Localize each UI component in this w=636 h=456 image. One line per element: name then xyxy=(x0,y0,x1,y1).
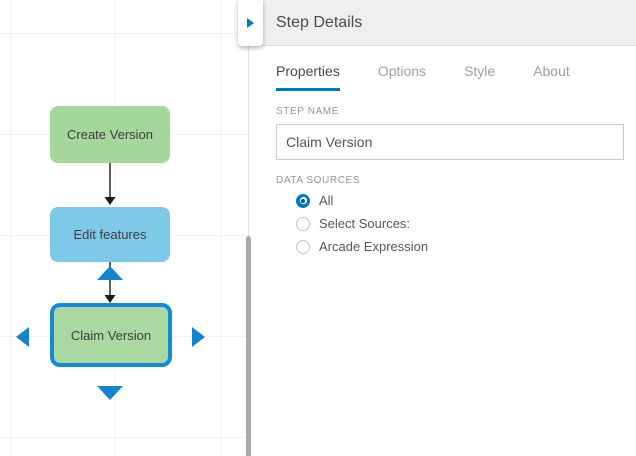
radio-option-label: All xyxy=(319,193,334,208)
radio-unchecked-icon[interactable] xyxy=(296,216,310,231)
tab-style[interactable]: Style xyxy=(464,63,496,79)
tab-options[interactable]: Options xyxy=(377,63,427,79)
connect-handle-up-icon[interactable] xyxy=(97,266,123,280)
step-details-panel: Step Details Properties Options Style Ab… xyxy=(252,0,636,456)
connect-handle-right-icon[interactable] xyxy=(192,327,205,347)
node-create-version[interactable]: Create Version xyxy=(50,106,170,163)
tab-strip: Properties Options Style About xyxy=(252,63,636,91)
workflow-canvas[interactable]: Create Version Edit features Claim Versi… xyxy=(0,0,247,456)
radio-option-select-sources[interactable]: Select Sources: xyxy=(296,216,636,231)
radio-option-label: Arcade Expression xyxy=(319,239,429,254)
node-edit-features[interactable]: Edit features xyxy=(50,207,170,262)
radio-option-arcade-expression[interactable]: Arcade Expression xyxy=(296,239,636,254)
data-sources-radio-group: All Select Sources: Arcade Expression xyxy=(296,193,636,254)
panel-divider xyxy=(248,0,249,456)
panel-title: Step Details xyxy=(276,13,363,31)
panel-header: Step Details xyxy=(252,0,636,46)
data-sources-label: DATA SOURCES xyxy=(276,175,361,186)
radio-unchecked-icon[interactable] xyxy=(296,239,310,254)
step-name-label: STEP NAME xyxy=(276,106,340,117)
chevron-right-icon xyxy=(247,18,254,28)
node-claim-version-selected[interactable]: Claim Version xyxy=(50,303,172,367)
radio-option-all[interactable]: All xyxy=(296,193,636,208)
step-name-input[interactable] xyxy=(276,124,624,160)
radio-option-label: Select Sources: xyxy=(319,216,411,231)
tab-properties[interactable]: Properties xyxy=(276,63,340,91)
connect-handle-left-icon[interactable] xyxy=(16,327,29,347)
radio-checked-icon[interactable] xyxy=(296,193,310,208)
scrollbar-thumb[interactable] xyxy=(246,236,251,456)
tab-about[interactable]: About xyxy=(533,63,570,79)
panel-collapse-button[interactable] xyxy=(238,0,263,46)
connect-handle-down-icon[interactable] xyxy=(97,386,123,400)
